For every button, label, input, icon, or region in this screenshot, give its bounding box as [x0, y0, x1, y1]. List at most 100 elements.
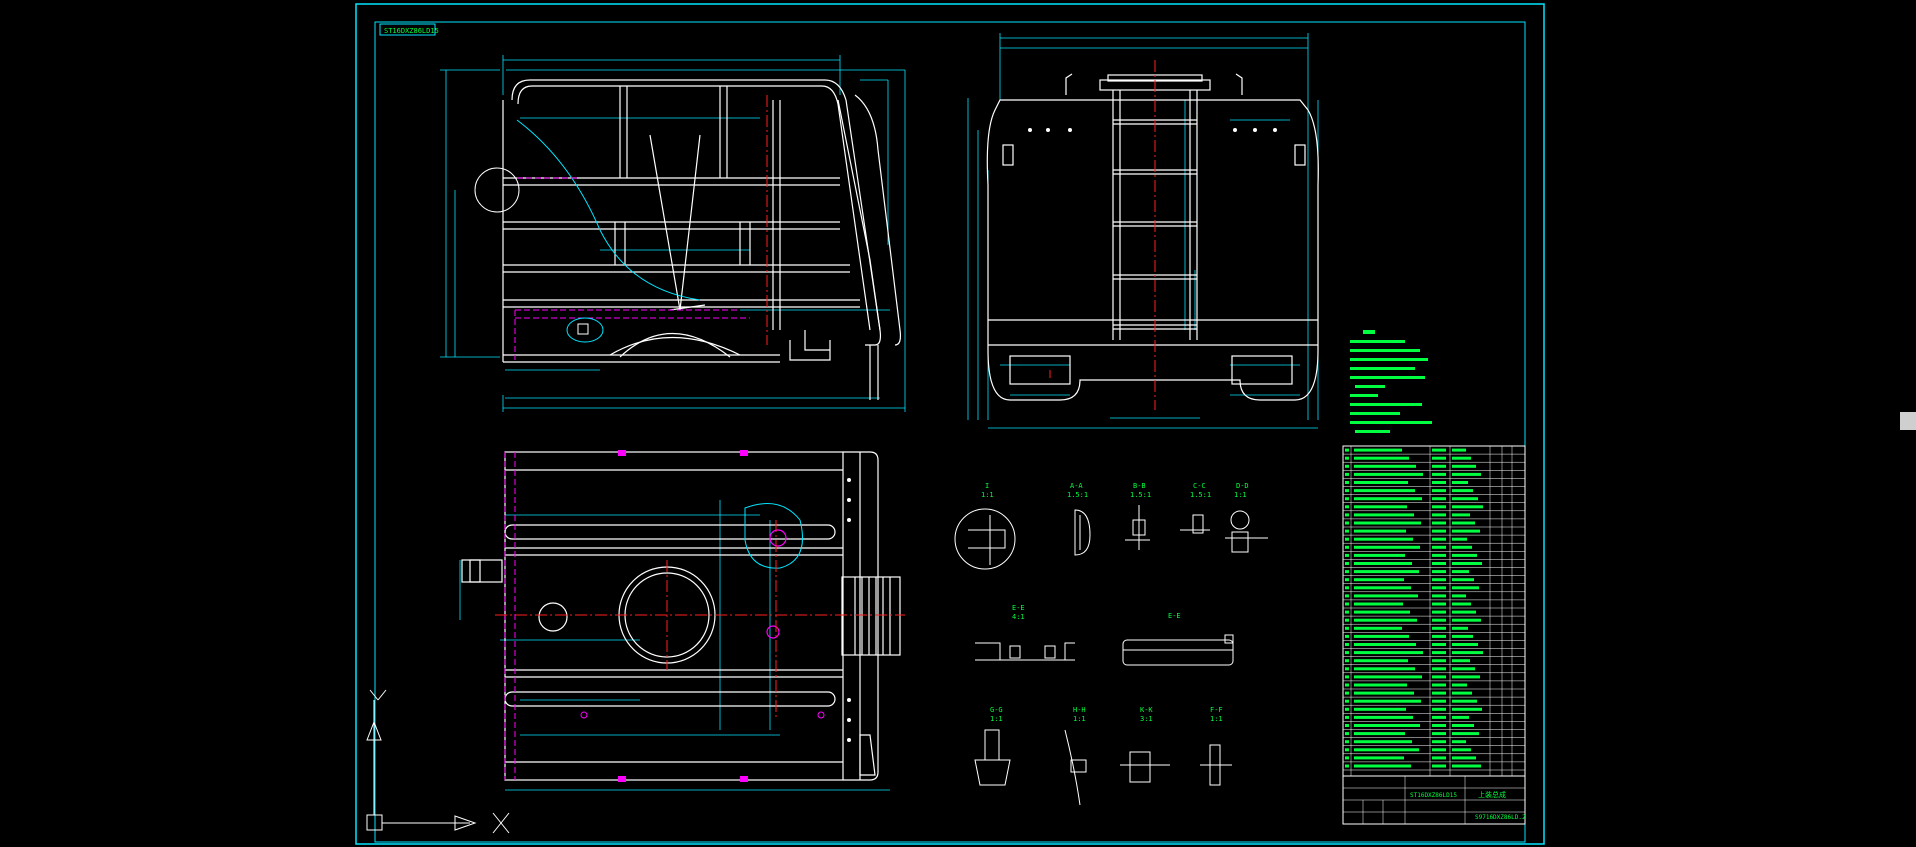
- bom-cell-glyph: [1345, 578, 1349, 582]
- bom-cell-glyph: [1452, 594, 1466, 598]
- svg-text:E-E: E-E: [1168, 612, 1181, 620]
- bom-cell-glyph: [1345, 472, 1349, 476]
- bom-cell-glyph: [1345, 529, 1349, 533]
- bom-cell-glyph: [1432, 610, 1446, 614]
- svg-text:C-C: C-C: [1193, 482, 1206, 490]
- bom-cell-glyph: [1432, 740, 1446, 744]
- bom-cell-glyph: [1354, 740, 1412, 744]
- bom-cell-glyph: [1345, 602, 1349, 606]
- bom-cell-glyph: [1345, 537, 1349, 541]
- bom-cell-glyph: [1452, 570, 1469, 574]
- bom-cell-glyph: [1432, 699, 1446, 703]
- bom-cell-glyph: [1432, 521, 1446, 525]
- bom-cell-glyph: [1345, 748, 1349, 752]
- svg-text:F-F: F-F: [1210, 706, 1223, 714]
- bom-cell-glyph: [1452, 748, 1471, 752]
- bom-cell-glyph: [1345, 545, 1349, 549]
- bom-cell-glyph: [1354, 764, 1411, 768]
- bom-cell-glyph: [1432, 464, 1446, 468]
- bom-cell-glyph: [1345, 586, 1349, 590]
- bom-cell-glyph: [1345, 651, 1349, 655]
- svg-text:1:1: 1:1: [1210, 715, 1223, 723]
- bom-cell-glyph: [1452, 618, 1481, 622]
- scrollbar-thumb[interactable]: [1900, 412, 1916, 430]
- bom-cell-glyph: [1452, 610, 1476, 614]
- bom-cell-glyph: [1452, 553, 1477, 557]
- bom-cell-glyph: [1452, 667, 1475, 671]
- bom-cell-glyph: [1345, 553, 1349, 557]
- bom-cell-glyph: [1354, 618, 1417, 622]
- bom-cell-glyph: [1452, 651, 1483, 655]
- bom-cell-glyph: [1354, 489, 1415, 493]
- bom-cell-glyph: [1354, 545, 1420, 549]
- bom-cell-glyph: [1432, 659, 1446, 663]
- bom-cell-glyph: [1432, 505, 1446, 509]
- bom-cell-glyph: [1354, 683, 1407, 687]
- bom-cell-glyph: [1432, 732, 1446, 736]
- parts-list-table: [1342, 445, 1526, 777]
- title-tag-box: [379, 23, 436, 36]
- bom-cell-glyph: [1345, 732, 1349, 736]
- bom-cell-glyph: [1432, 675, 1446, 679]
- svg-text:H-H: H-H: [1073, 706, 1086, 714]
- bom-cell-glyph: [1452, 505, 1483, 509]
- bom-cell-glyph: [1345, 659, 1349, 663]
- ucs-axis-icon: [366, 689, 510, 834]
- bom-cell-glyph: [1452, 699, 1477, 703]
- bom-cell-glyph: [1354, 732, 1405, 736]
- bom-cell-glyph: [1354, 715, 1413, 719]
- bom-cell-glyph: [1345, 594, 1349, 598]
- bom-cell-glyph: [1345, 497, 1349, 501]
- bom-cell-glyph: [1452, 586, 1479, 590]
- bom-cell-glyph: [1345, 570, 1349, 574]
- svg-text:D-D: D-D: [1236, 482, 1249, 490]
- bom-cell-glyph: [1452, 626, 1468, 630]
- bom-cell-glyph: [1452, 545, 1472, 549]
- title-block-drawing-number: ST16DXZ86LD15: [1410, 792, 1457, 799]
- bom-cell-glyph: [1432, 529, 1446, 533]
- bom-cell-glyph: [1354, 553, 1405, 557]
- bom-cell-glyph: [1354, 537, 1413, 541]
- bom-cell-glyph: [1354, 505, 1407, 509]
- bom-cell-glyph: [1354, 562, 1412, 565]
- bom-cell-glyph: [1354, 521, 1421, 525]
- bom-cell-glyph: [1354, 594, 1418, 598]
- bom-cell-glyph: [1345, 481, 1349, 484]
- bom-cell-glyph: [1432, 707, 1446, 711]
- bom-cell-glyph: [1354, 667, 1415, 671]
- bom-cell-glyph: [1432, 456, 1446, 460]
- bom-cell-glyph: [1354, 610, 1410, 614]
- bom-cell-glyph: [1345, 489, 1349, 493]
- bom-cell-glyph: [1345, 626, 1349, 630]
- bom-cell-glyph: [1452, 481, 1468, 484]
- svg-text:E-E: E-E: [1012, 604, 1025, 612]
- bom-cell-glyph: [1354, 602, 1403, 606]
- bom-cell-glyph: [1354, 724, 1420, 727]
- bom-cell-glyph: [1354, 586, 1411, 590]
- bom-cell-glyph: [1354, 699, 1421, 703]
- bom-cell-glyph: [1354, 513, 1414, 517]
- svg-text:1.5:1: 1.5:1: [1067, 491, 1088, 499]
- bom-cell-glyph: [1354, 578, 1404, 582]
- title-block: ST16DXZ86LD15 上装总成 S9716DXZ86LD.2: [1342, 775, 1526, 825]
- svg-text:1:1: 1:1: [1073, 715, 1086, 723]
- bom-cell-glyph: [1432, 586, 1446, 590]
- bom-cell-glyph: [1452, 578, 1474, 582]
- bom-cell-glyph: [1354, 756, 1404, 760]
- bom-cell-glyph: [1452, 715, 1469, 719]
- bom-cell-glyph: [1452, 643, 1478, 646]
- bom-cell-glyph: [1452, 521, 1475, 525]
- bom-cell-glyph: [1354, 448, 1402, 452]
- bom-cell-glyph: [1354, 634, 1409, 638]
- bom-cell-glyph: [1354, 626, 1402, 630]
- bom-cell-glyph: [1452, 740, 1466, 744]
- bom-cell-glyph: [1354, 707, 1406, 711]
- bom-cell-glyph: [1452, 513, 1470, 517]
- bom-cell-glyph: [1345, 634, 1349, 638]
- bom-cell-glyph: [1452, 764, 1481, 768]
- vertical-scrollbar[interactable]: [1900, 0, 1916, 847]
- svg-text:K-K: K-K: [1140, 706, 1153, 714]
- bom-cell-glyph: [1354, 651, 1423, 655]
